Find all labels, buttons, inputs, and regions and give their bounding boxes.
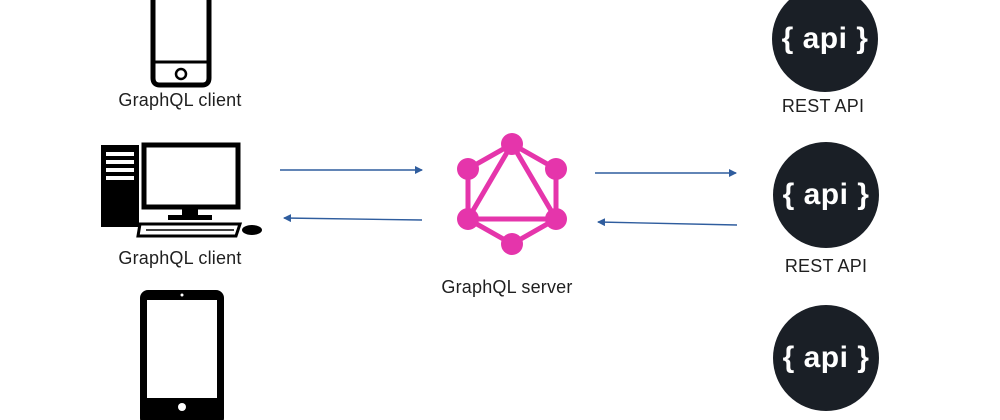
api-label: REST API [781,96,865,116]
smartphone-icon [150,0,212,88]
api-icon: { api } [772,0,878,92]
response-arrow [597,218,738,227]
client-label: GraphQL client [118,90,242,110]
server-label: GraphQL server [441,277,573,297]
response-arrow [283,214,423,223]
graphql-logo-icon [457,133,567,255]
desktop-computer-icon [101,142,262,238]
api-icon: { api } [773,305,879,411]
api-label: REST API [784,256,868,276]
api-icon: { api } [773,142,879,248]
tablet-icon [140,290,224,420]
client-label: GraphQL client [118,248,242,268]
